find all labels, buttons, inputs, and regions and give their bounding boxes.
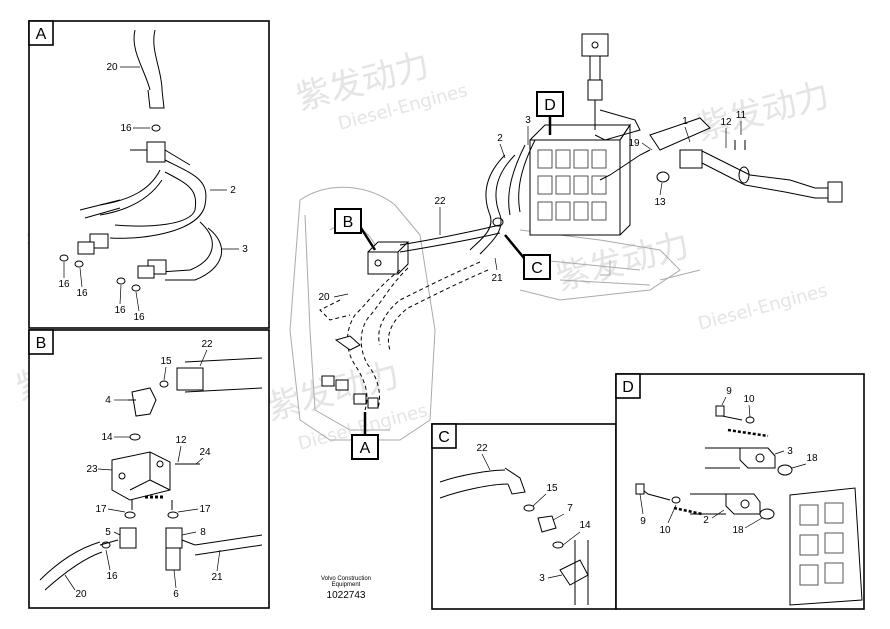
part-label: 19 [628, 138, 640, 149]
pipe-assembly [581, 33, 843, 203]
figure-number: 1022743 [326, 589, 366, 601]
panel-c-title: C [438, 429, 450, 446]
lower-fittings [321, 335, 379, 409]
callout-box-c [523, 254, 551, 280]
part-label: 17 [199, 504, 211, 515]
part-label: 16 [106, 571, 118, 582]
panel-a-title: A [36, 26, 47, 43]
part-label: 14 [579, 520, 591, 531]
callout-c-label: C [531, 260, 543, 277]
part-label: 18 [732, 525, 744, 536]
part-label: 14 [101, 432, 113, 443]
watermark-en: Diesel-Engines [696, 280, 830, 335]
part-label: 7 [567, 503, 573, 514]
part-label: 23 [86, 464, 98, 475]
panel-b-tab [28, 329, 54, 355]
panel-d-drawing [635, 405, 863, 606]
part-label: 10 [659, 525, 671, 536]
part-label: 6 [173, 589, 179, 600]
part-label: 3 [242, 244, 248, 255]
panel-b-title: B [36, 335, 47, 352]
caption-sub: Equipment [331, 582, 361, 589]
part-label: 3 [525, 115, 531, 126]
detail-panel-b: B 22 [28, 329, 270, 609]
part-label: 20 [106, 62, 118, 73]
control-valve-block [529, 123, 631, 236]
part-label: 8 [200, 527, 206, 538]
part-label: 17 [95, 504, 107, 515]
part-label: 3 [539, 573, 545, 584]
part-label: 20 [75, 589, 87, 600]
part-label: 12 [175, 435, 187, 446]
panel-b-leaders: 22 15 4 14 12 24 23 17 17 5 8 16 20 [64, 339, 223, 600]
part-label: 22 [476, 443, 488, 454]
part-label: 16 [114, 305, 126, 316]
part-label: 2 [230, 185, 236, 196]
figure-caption: Volvo Construction Equipment 1022743 [300, 576, 392, 601]
panel-c-leaders: 22 15 7 14 3 [476, 443, 591, 584]
caption-brand: Volvo Construction [320, 576, 372, 582]
panel-d-tab [615, 373, 641, 399]
part-label: 22 [434, 196, 446, 207]
part-label: 15 [160, 356, 172, 367]
panel-a-leaders: 20 16 2 3 16 16 16 16 [58, 62, 248, 323]
part-label: 18 [806, 453, 818, 464]
part-label: 24 [199, 447, 211, 458]
part-label: 16 [133, 312, 145, 323]
detail-panel-c: C 22 15 7 14 3 [431, 423, 617, 610]
hose-group [399, 139, 536, 255]
detail-panel-a: A 20 16 [28, 20, 270, 329]
panel-d-leaders: 9 10 3 18 9 10 2 18 [639, 386, 818, 536]
panel-c-frame [431, 423, 617, 610]
part-label: 9 [726, 386, 732, 397]
panel-a-drawing [59, 29, 223, 292]
callout-a-label: A [360, 440, 371, 457]
part-label: 3 [787, 446, 793, 457]
main-assembly [289, 33, 843, 441]
callout-box-b [334, 208, 362, 234]
part-label: 12 [720, 117, 732, 128]
panel-a-tab [28, 20, 54, 46]
main-callouts: D B C A [334, 91, 564, 460]
part-label: 9 [640, 516, 646, 527]
part-label: 20 [318, 292, 330, 303]
part-label: 13 [654, 197, 666, 208]
part-label: 5 [105, 527, 111, 538]
main-part-labels: 3 1 12 11 2 19 13 22 21 20 [318, 110, 746, 303]
callout-c-arrow [504, 234, 525, 259]
part-label: 10 [743, 394, 755, 405]
part-label: 2 [703, 515, 709, 526]
watermark-cn: 紫发动力 [692, 75, 834, 149]
callout-b-label: B [343, 214, 354, 231]
part-label: 4 [105, 395, 111, 406]
callout-b-arrow [359, 227, 377, 251]
callout-d-label: D [544, 97, 556, 114]
panel-c-drawing [439, 467, 589, 605]
part-label: 11 [736, 110, 747, 121]
part-label: 16 [76, 288, 88, 299]
part-label: 2 [497, 133, 503, 144]
part-label: 21 [491, 273, 503, 284]
part-label: 22 [201, 339, 213, 350]
part-label: 21 [211, 572, 223, 583]
detail-panel-d: D 9 10 [615, 373, 865, 610]
block-b [367, 241, 410, 275]
part-label: 16 [58, 279, 70, 290]
part-label: 16 [120, 123, 132, 134]
panel-b-drawing [39, 357, 263, 591]
part-label: 15 [546, 483, 558, 494]
panel-c-tab [431, 423, 457, 449]
panel-d-title: D [622, 379, 634, 396]
part-label: 1 [682, 116, 688, 127]
